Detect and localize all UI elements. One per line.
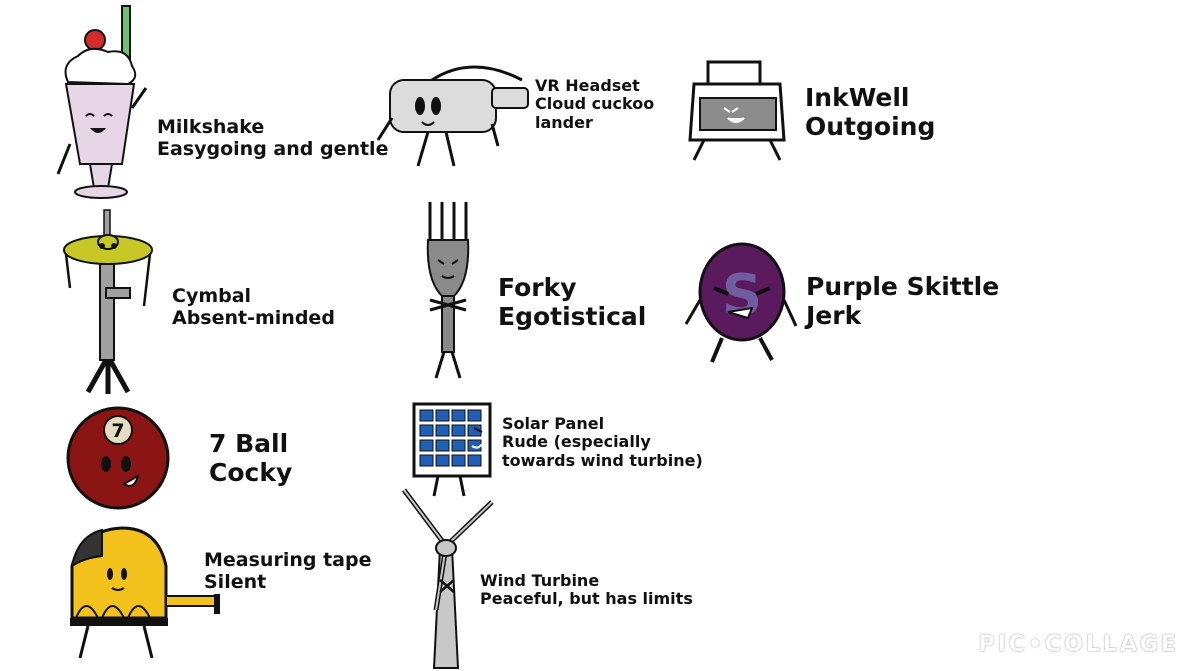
seven-ball-name: 7 Ball [209, 429, 289, 458]
solar-panel-caption: Solar Panel Rude (especially towards win… [502, 414, 703, 470]
measuring-tape-name: Measuring tape [204, 549, 372, 571]
solar-panel-trait-line2: towards wind turbine) [502, 450, 703, 470]
wind-turbine-character [402, 488, 494, 669]
inkwell-character [688, 60, 786, 161]
milkshake-character [56, 5, 148, 199]
milkshake-caption: Milkshake Easygoing and gentle [157, 116, 389, 161]
milkshake-name: Milkshake [157, 116, 265, 138]
inkwell-trait: Outgoing [805, 111, 936, 141]
purple-skittle-caption: Purple Skittle Jerk [806, 272, 1000, 331]
cymbal-trait: Absent-minded [172, 306, 335, 329]
pic-collage-watermark: PIC•COLLAGE [978, 632, 1179, 657]
solar-panel-trait-line1: Rude (especially [502, 432, 651, 452]
forky-name: Forky [498, 273, 577, 302]
forky-trait: Egotistical [498, 301, 647, 331]
wind-turbine-trait: Peaceful, but has limits [480, 589, 693, 609]
forky-caption: Forky Egotistical [498, 273, 647, 332]
vr-headset-name: VR Headset [535, 76, 640, 95]
inkwell-caption: InkWell Outgoing [805, 83, 936, 142]
purple-skittle-character: S [684, 242, 798, 363]
solar-panel-name: Solar Panel [502, 414, 605, 433]
vr-headset-trait-line1: Cloud cuckoo [535, 94, 655, 114]
inkwell-name: InkWell [805, 83, 910, 112]
measuring-tape-caption: Measuring tape Silent [204, 549, 372, 594]
ball-number: 7 [111, 420, 124, 442]
forky-character [426, 202, 470, 379]
cymbal-character [63, 209, 153, 394]
vr-headset-trait-line2: lander [535, 112, 593, 132]
measuring-tape-character [70, 526, 220, 659]
seven-ball-caption: 7 Ball Cocky [209, 429, 293, 488]
cymbal-name: Cymbal [172, 285, 252, 307]
seven-ball-character: 7 [66, 406, 170, 510]
wind-turbine-caption: Wind Turbine Peaceful, but has limits [480, 571, 693, 609]
wind-turbine-name: Wind Turbine [480, 571, 600, 590]
purple-skittle-trait: Jerk [806, 300, 862, 330]
measuring-tape-trait: Silent [204, 570, 267, 593]
vr-headset-caption: VR Headset Cloud cuckoo lander [535, 76, 655, 132]
milkshake-trait: Easygoing and gentle [157, 137, 389, 160]
cymbal-caption: Cymbal Absent-minded [172, 285, 335, 330]
purple-skittle-name: Purple Skittle [806, 272, 1000, 301]
vr-headset-character [376, 65, 529, 167]
seven-ball-trait: Cocky [209, 457, 293, 487]
skittle-letter: S [722, 263, 762, 328]
solar-panel-character [412, 402, 492, 497]
